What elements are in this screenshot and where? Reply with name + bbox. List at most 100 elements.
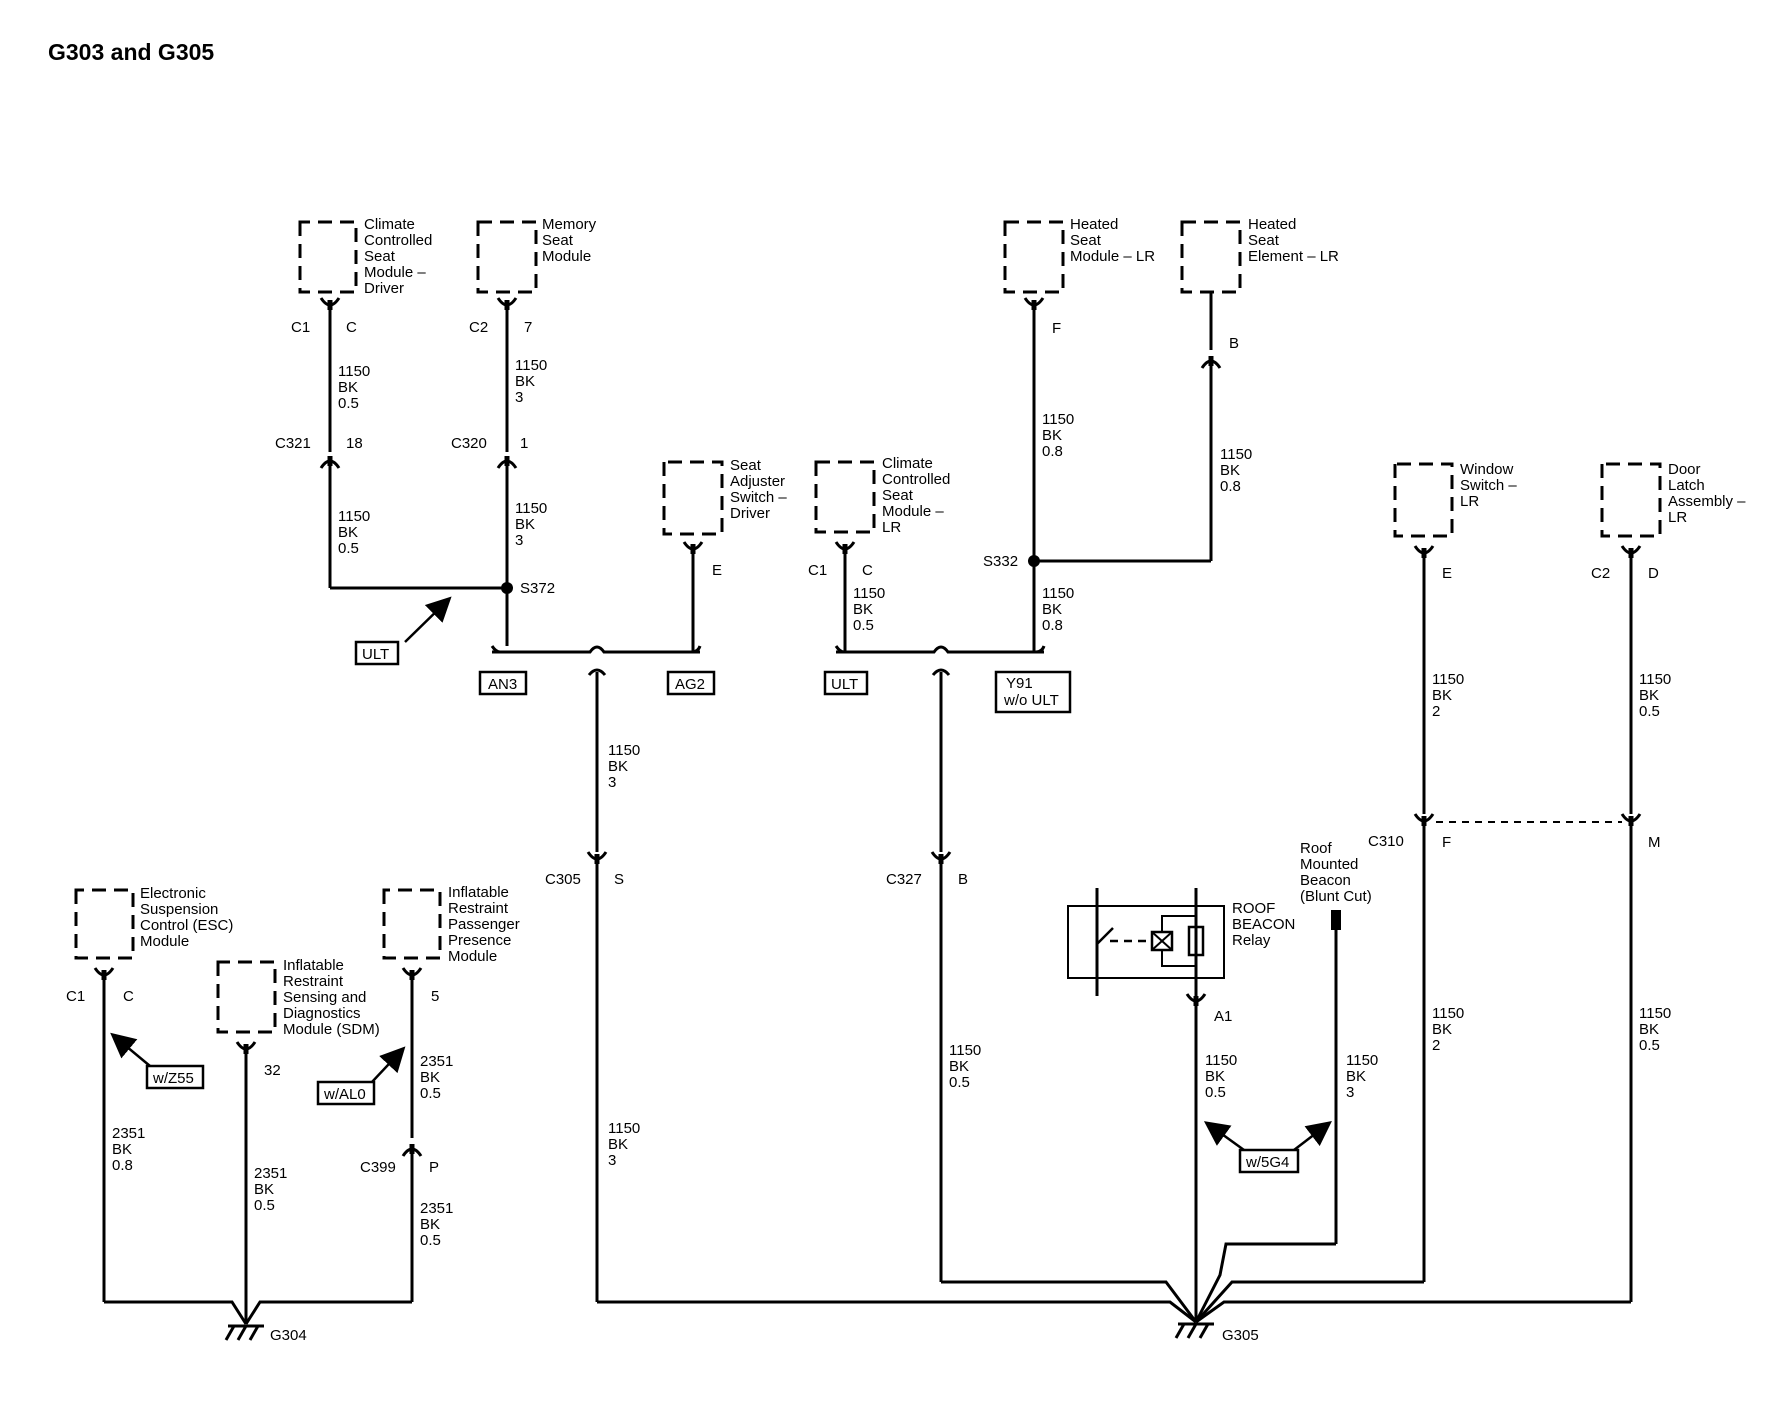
c310-connector-f	[1413, 812, 1435, 828]
pin-e-label: E	[712, 562, 722, 579]
wire-label-1150-bk-2-b: 1150 BK 2	[1432, 1005, 1468, 1054]
g305-label: G305	[1222, 1327, 1259, 1344]
esc-connector	[93, 966, 115, 982]
g304-ground-symbol	[224, 1324, 266, 1342]
al0-option-box	[316, 1080, 376, 1106]
g4-arrow-left	[1203, 1121, 1245, 1152]
pin-b-label-b: B	[958, 871, 968, 888]
heated-module-lr-box	[1003, 220, 1065, 294]
g305-ground-symbol	[1174, 1322, 1216, 1340]
door-latch-box	[1600, 462, 1662, 538]
ppm-connector	[401, 966, 423, 982]
wire-label-1150-bk-05-f: 1150 BK 0.5	[1639, 671, 1675, 720]
z55-option-label: w/Z55	[152, 1070, 194, 1087]
c399-label: C399	[360, 1159, 396, 1176]
wire-esc-bus	[104, 1300, 248, 1325]
al0-arrow	[371, 1046, 406, 1083]
c1-connector-label: C1	[291, 319, 310, 336]
g304-label: G304	[270, 1327, 307, 1344]
c327-label: C327	[886, 871, 922, 888]
pin-a1-label: A1	[1214, 1008, 1232, 1025]
c320-label: C320	[451, 435, 487, 452]
window-switch-label: Window Switch – LR	[1460, 461, 1521, 510]
wire-label-1150-bk-3-b: 1150 BK 3	[515, 500, 551, 549]
pin-18-label: 18	[346, 435, 363, 452]
an3-option-box	[478, 670, 528, 696]
g4-option-label: w/5G4	[1245, 1154, 1289, 1171]
ppm-box	[382, 888, 442, 960]
wire-label-1150-bk-08-b: 1150 BK 0.8	[1042, 585, 1078, 634]
wire-label-1150-bk-3-c: 1150 BK 3	[608, 742, 644, 791]
heated-module-lr-connector	[1023, 296, 1045, 312]
ccsm-lr-label: Climate Controlled Seat Module – LR	[882, 455, 955, 536]
ult-option-box	[354, 640, 400, 666]
c2-connector-label-b: C2	[1591, 565, 1610, 582]
c305-label: C305	[545, 871, 581, 888]
window-switch-box	[1393, 462, 1454, 538]
wire-label-2351-bk-05-c: 2351 BK 0.5	[420, 1200, 458, 1249]
pin-c-label: C	[346, 319, 357, 336]
wire-door-bus	[1195, 1300, 1631, 1324]
ccsm-driver-connector	[319, 296, 341, 312]
c327-connector	[930, 850, 952, 866]
an3-ag2-bus	[492, 645, 700, 654]
roof-beacon-relay-box	[1067, 905, 1225, 979]
c1-connector-label-b: C1	[808, 562, 827, 579]
c310-connector-m	[1620, 812, 1642, 828]
relay-coil-x2	[1151, 931, 1173, 951]
wire-beacon-bus	[1194, 1242, 1336, 1323]
pin-c-label-c: C	[123, 988, 134, 1005]
y91-option-box	[994, 670, 1072, 714]
wire-c305-bus	[597, 1300, 1197, 1324]
pin-5-label: 5	[431, 988, 439, 1005]
ccsm-lr-box	[814, 460, 876, 534]
c2-connector-label: C2	[469, 319, 488, 336]
wire-label-2351-bk-05: 2351 BK 0.5	[254, 1165, 292, 1214]
wire-label-1150-bk-08: 1150 BK 0.8	[1042, 411, 1078, 460]
wire-label-1150-bk-2: 1150 BK 2	[1432, 671, 1468, 720]
wire-window-bus	[1194, 1280, 1424, 1324]
y91-option-label: Y91 w/o ULT	[1003, 675, 1059, 709]
door-latch-label: Door Latch Assembly – LR	[1668, 461, 1750, 526]
ppm-label: Inflatable Restraint Passenger Presence …	[448, 884, 524, 965]
roof-beacon-relay-label: ROOF BEACON Relay	[1232, 900, 1300, 949]
ccsm-driver-box	[298, 220, 358, 294]
ult-arrow	[404, 596, 452, 643]
c321-label: C321	[275, 435, 311, 452]
pin-p-label: P	[429, 1159, 439, 1176]
sdm-connector	[235, 1040, 257, 1056]
heated-element-lr-box	[1180, 220, 1242, 294]
bus-drop-c305	[587, 668, 607, 676]
pin-1-label: 1	[520, 435, 528, 452]
esc-module-label: Electronic Suspension Control (ESC) Modu…	[140, 885, 238, 950]
sdm-label: Inflatable Restraint Sensing and Diagnos…	[283, 957, 380, 1038]
seat-adjuster-box	[662, 460, 724, 536]
ag2-option-label: AG2	[675, 676, 705, 693]
c310-label: C310	[1368, 833, 1404, 850]
memory-seat-label: Memory Seat Module	[542, 216, 600, 265]
wire-label-1150-bk-3: 1150 BK 3	[515, 357, 551, 406]
pin-m-label: M	[1648, 834, 1661, 851]
wire-label-1150-bk-05-d: 1150 BK 0.5	[949, 1042, 985, 1091]
ccsm-driver-label: Climate Controlled Seat Module – Driver	[364, 216, 437, 297]
heated-element-lr-label: Heated Seat Element – LR	[1248, 216, 1339, 265]
door-latch-connector	[1620, 544, 1642, 560]
wire-label-1150-bk-3-d: 1150 BK 3	[608, 1120, 644, 1169]
ult-option-label: ULT	[362, 646, 389, 663]
g4-arrow-right	[1293, 1120, 1332, 1151]
wire-label-2351-bk-08: 2351 BK 0.8	[112, 1125, 150, 1174]
wire-label-2351-bk-05-b: 2351 BK 0.5	[420, 1053, 458, 1102]
wire-label-1150-bk-08-c: 1150 BK 0.8	[1220, 446, 1256, 495]
s372-splice	[501, 582, 513, 594]
pin-s-label: S	[614, 871, 624, 888]
esc-module-box	[74, 888, 135, 960]
s372-label: S372	[520, 580, 555, 597]
pin-e-label-b: E	[1442, 565, 1452, 582]
an3-option-label: AN3	[488, 676, 517, 693]
bus-drop-c327	[931, 668, 951, 676]
g4-option-box	[1238, 1148, 1300, 1174]
pin-b-label: B	[1229, 335, 1239, 352]
wire-label-1150-bk-3-e: 1150 BK 3	[1346, 1052, 1382, 1101]
pin-d-label: D	[1648, 565, 1659, 582]
